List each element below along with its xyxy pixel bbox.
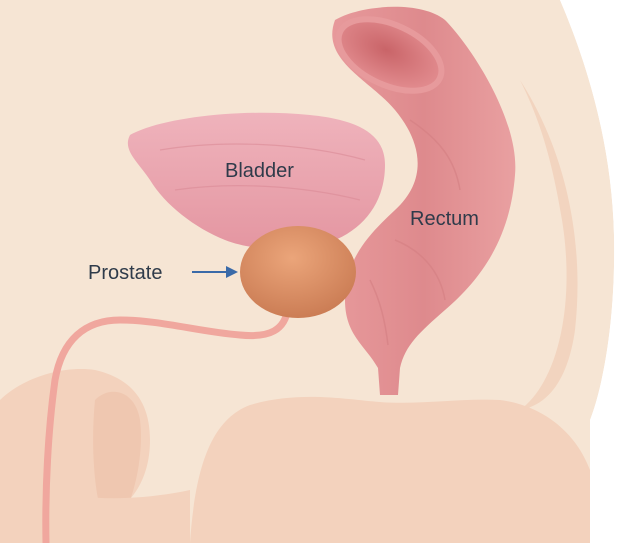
prostate-label: Prostate	[88, 262, 162, 284]
bladder-label: Bladder	[225, 160, 294, 182]
thigh-shape	[190, 397, 590, 543]
rectum-label: Rectum	[410, 208, 479, 230]
prostate	[240, 226, 356, 318]
